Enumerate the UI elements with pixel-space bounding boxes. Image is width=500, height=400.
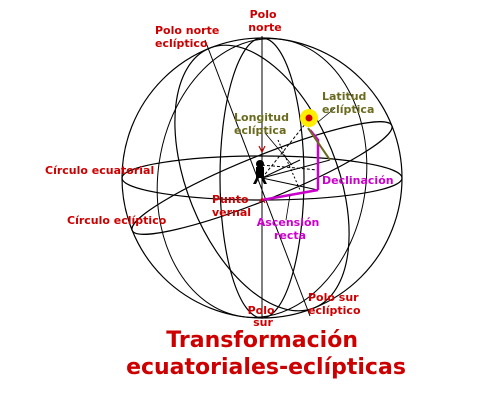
diagram-title: Transformación ecuatoriales-eclípticas (126, 328, 406, 380)
label-polo-sur: Polo sur (248, 304, 279, 329)
star-icon (300, 109, 318, 127)
label-circulo-ecliptico: Círculo eclíptico (67, 214, 167, 227)
label-punto-vernal: Punto vernal (212, 193, 252, 219)
pointer-lines (264, 107, 336, 221)
label-polo-norte-ecliptico: Polo norte eclíptico (155, 24, 223, 50)
label-ascension-recta: Ascensión recta (257, 216, 323, 242)
label-polo-norte: Polo norte (248, 8, 282, 34)
ecliptic-meridian-circle (174, 44, 350, 312)
label-declinacion: Declinación (322, 174, 394, 187)
latitude-arc (307, 127, 331, 161)
label-polo-sur-ecliptico: Polo sur eclíptico (308, 291, 362, 317)
observer-icon (253, 160, 267, 184)
label-circulo-ecuatorial: Círculo ecuatorial (45, 164, 154, 177)
label-latitud-ecliptica: Latitud eclíptica (322, 90, 374, 116)
red-arrows (258, 145, 266, 204)
label-longitud-ecliptica: Longitud eclíptica (234, 111, 293, 137)
hour-circle (156, 38, 368, 318)
